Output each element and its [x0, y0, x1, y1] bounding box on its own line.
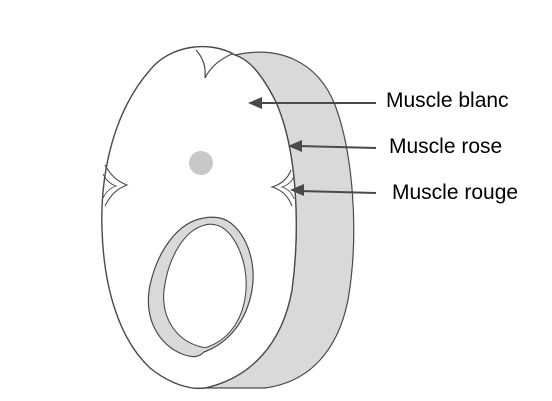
label-muscle-rose: Muscle rose — [389, 136, 502, 157]
label-muscle-rouge: Muscle rouge — [392, 182, 518, 203]
spinal-cord-dot — [189, 151, 213, 175]
label-muscle-blanc: Muscle blanc — [386, 90, 509, 111]
